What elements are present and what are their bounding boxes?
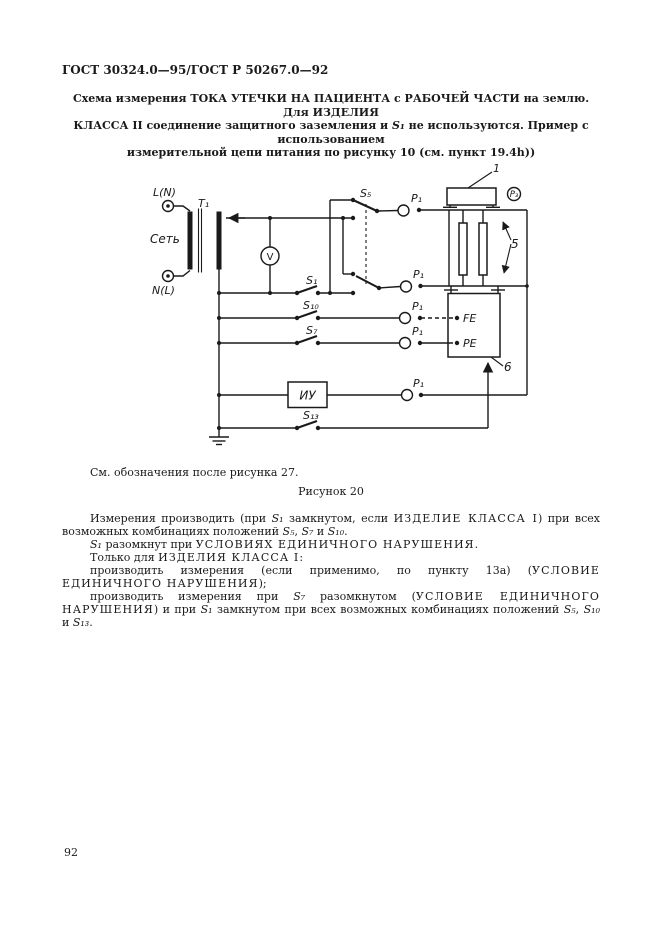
voltmeter-label: V <box>267 252 274 263</box>
switch-s7: S₇ <box>217 324 400 346</box>
equipment-network: 1 P₃ <box>419 162 529 395</box>
mains-terminal-n: N(L) <box>152 269 191 297</box>
circuit-diagram: L(N) N(L) Сеть T₁ V <box>150 162 529 446</box>
s10-label: S₁₀ <box>303 299 319 312</box>
s13-label: S₁₃ <box>303 409 319 422</box>
s7-label: S₇ <box>306 324 318 337</box>
n-terminal-label: N(L) <box>152 284 175 297</box>
instructions-text: Измерения производить (при S₁ замкнутом,… <box>62 512 600 629</box>
switch-s5: S₅ <box>329 187 401 296</box>
p1-label: P₁ <box>412 325 423 338</box>
transformer-t1: T₁ <box>187 197 222 273</box>
l-terminal-label: L(N) <box>153 186 176 199</box>
ref5-label: 5 <box>511 237 519 251</box>
document-header: ГОСТ 30324.0—95/ГОСТ Р 50267.0—92 <box>62 63 329 77</box>
ref1-label: 1 <box>493 162 500 175</box>
instruction-paragraph: Только для ИЗДЕЛИЯ КЛАССА I: <box>90 551 304 564</box>
ref6-label: 6 <box>504 360 512 374</box>
p1-label: P₁ <box>412 300 423 313</box>
p1-label: P₁ <box>413 268 424 281</box>
mains-label: Сеть <box>150 232 180 246</box>
figure-caption: Рисунок 20 <box>298 485 364 498</box>
equipment-box <box>446 187 497 206</box>
p1-label: P₁ <box>411 192 422 205</box>
instruction-paragraph: производить измерения (если применимо, п… <box>62 564 600 590</box>
see-designations-note: См. обозначения после рисунка 27. <box>90 466 299 479</box>
instruction-paragraph: Измерения производить (при S₁ замкнутом,… <box>62 512 600 538</box>
switch-s10: S₁₀ <box>217 299 400 321</box>
terminal-p1-second: P₁ <box>399 268 424 293</box>
measuring-resistor <box>478 210 488 286</box>
pe-label: PE <box>463 337 477 350</box>
mains-terminal-l: L(N) <box>153 186 191 213</box>
terminal-p1-pe: P₁ <box>398 325 423 350</box>
enclosure-box <box>447 292 501 358</box>
s5-label: S₅ <box>360 187 371 200</box>
fe-terminal: FE <box>421 312 476 325</box>
pe-terminal: PE <box>420 337 477 350</box>
p3-label: P₃ <box>510 190 519 200</box>
earth-ground-symbol <box>209 436 229 446</box>
supply-rails <box>218 212 353 437</box>
figure-title: Схема измерения ТОКА УТЕЧКИ НА ПАЦИЕНТА … <box>62 92 600 160</box>
terminal-p1-fe: P₁ <box>398 300 423 325</box>
measuring-device: ИУ <box>217 381 527 409</box>
terminal-p1-md: P₁ <box>400 377 424 402</box>
page-number: 92 <box>64 846 78 859</box>
figure-title-line: КЛАССА II соединение защитного заземлени… <box>73 119 589 146</box>
switch-s13: S₁₃ <box>217 361 494 431</box>
figure-title-line: измерительной цепи питания по рисунку 10… <box>126 146 536 159</box>
instruction-paragraph: производить измерения при S₇ разомкнутом… <box>62 590 600 629</box>
fe-label: FE <box>463 312 476 325</box>
instruction-paragraph: S₁ разомкнут при УСЛОВИЯХ ЕДИНИЧНОГО НАР… <box>90 538 479 551</box>
measuring-device-label: ИУ <box>299 389 316 403</box>
transformer-label: T₁ <box>198 197 209 210</box>
terminal-p1-top: P₁ <box>397 192 422 217</box>
voltmeter: V <box>260 218 280 295</box>
s1-label: S₁ <box>306 274 317 287</box>
measuring-resistor <box>458 210 468 286</box>
p1-label: P₁ <box>413 377 424 390</box>
figure-title-line: Схема измерения ТОКА УТЕЧКИ НА ПАЦИЕНТА … <box>72 92 590 119</box>
terminal-p3: P₃ <box>506 186 522 202</box>
switch-s1: S₁ <box>217 274 353 296</box>
